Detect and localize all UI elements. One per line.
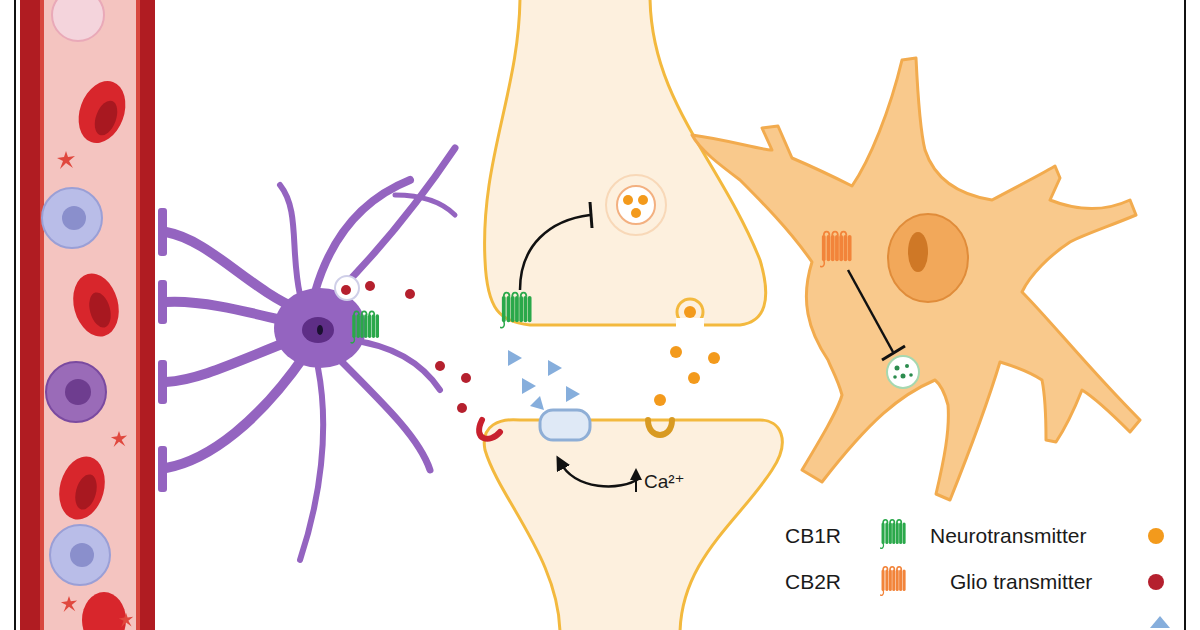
- legend-text: CB2R: [785, 570, 841, 593]
- legend-text: Neurotransmitter: [930, 524, 1086, 547]
- legend-text: Glio transmitter: [950, 570, 1092, 593]
- legend-text: CB1R: [785, 524, 841, 547]
- legend-swatch: [1148, 574, 1164, 590]
- ion-label: Ca²⁺: [644, 472, 685, 493]
- legend-swatch: [1148, 528, 1164, 544]
